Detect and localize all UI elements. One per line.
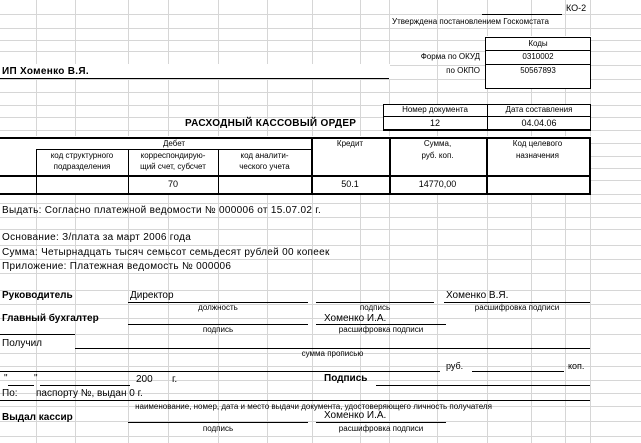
head-label: Руководитель xyxy=(2,290,73,301)
document-caption: наименование, номер, дата и место выдачи… xyxy=(135,402,492,411)
amount-caption: сумма прописью xyxy=(301,349,364,358)
attachment-line: Приложение: Платежная ведомость № 000006 xyxy=(2,261,232,272)
date-quote-close: " xyxy=(34,373,38,384)
doc-date: 04.04.06 xyxy=(521,118,557,128)
credit-cell: 50.1 xyxy=(341,179,359,189)
by-label: По: xyxy=(2,388,18,399)
okud-label: Форма по ОКУД xyxy=(420,52,480,61)
accountant-decoding-caption: расшифровка подписи xyxy=(338,325,424,334)
sum-header: Сумма, xyxy=(423,139,452,148)
head-position: Директор xyxy=(130,290,174,301)
organization-name: ИП Хоменко В.Я. xyxy=(2,66,89,77)
head-signature-caption: подпись xyxy=(359,303,391,312)
amount-words-line: Сумма: Четырнадцать тысяч семьсот семьде… xyxy=(2,247,330,258)
approval-note: Утверждена постановлением Госкомстата xyxy=(392,17,549,26)
okpo-value: 50567893 xyxy=(520,66,556,75)
cashier-decoding-caption: расшифровка подписи xyxy=(338,424,424,433)
position-caption: должность xyxy=(198,303,238,312)
head-decoding-caption: расшифровка подписи xyxy=(474,303,560,312)
date-quote-open: " xyxy=(4,373,8,384)
kop-label: коп. xyxy=(568,361,585,371)
year-prefix: 200 xyxy=(136,374,153,385)
doc-number-label: Номер документа xyxy=(402,105,468,114)
cashier-label: Выдал кассир xyxy=(2,412,73,423)
form-code: КО-2 xyxy=(566,3,587,13)
head-name: Хоменко В.Я. xyxy=(446,290,509,301)
anal-header: код аналити- xyxy=(240,151,289,160)
received-label: Получил xyxy=(2,338,42,349)
corr-header-2: щий счет, субсчет xyxy=(140,162,206,171)
issue-line: Выдать: Согласно платежной ведомости № 0… xyxy=(2,205,322,216)
sum-cell: 14770,00 xyxy=(418,179,457,189)
purpose-header-2: назначения xyxy=(516,151,559,160)
cashier-signature-caption: подпись xyxy=(202,424,234,433)
basis-line: Основание: З/плата за март 2006 года xyxy=(2,232,192,243)
doc-number: 12 xyxy=(429,118,440,128)
struct-header: код структурного xyxy=(50,151,114,160)
anal-header-2: ческого учета xyxy=(239,162,290,171)
doc-date-label: Дата составления xyxy=(505,105,573,114)
cashier-name: Хоменко И.А. xyxy=(324,410,387,421)
purpose-header: Код целевого xyxy=(512,139,563,148)
signature-label: Подпись xyxy=(324,373,368,384)
accountant-signature-caption: подпись xyxy=(202,325,234,334)
codes-label: Коды xyxy=(528,39,548,48)
corr-account-cell: 70 xyxy=(167,179,178,189)
passport-line: паспорту №, выдан 0 г. xyxy=(36,388,143,399)
accountant-label: Главный бухгалтер xyxy=(2,313,99,324)
accountant-name: Хоменко И.А. xyxy=(324,313,387,324)
document-title: РАСХОДНЫЙ КАССОВЫЙ ОРДЕР xyxy=(185,118,357,129)
corr-header: корреспондирую- xyxy=(140,151,206,160)
struct-header-2: подразделения xyxy=(53,162,111,171)
credit-header: Кредит xyxy=(336,139,364,148)
year-suffix: г. xyxy=(172,374,178,385)
okpo-label: по ОКПО xyxy=(446,66,480,75)
debit-header: Дебет xyxy=(162,139,186,148)
rub-label: руб. xyxy=(446,361,464,371)
okud-value: 0310002 xyxy=(522,52,554,61)
sum-header-unit: руб. коп. xyxy=(421,151,454,160)
